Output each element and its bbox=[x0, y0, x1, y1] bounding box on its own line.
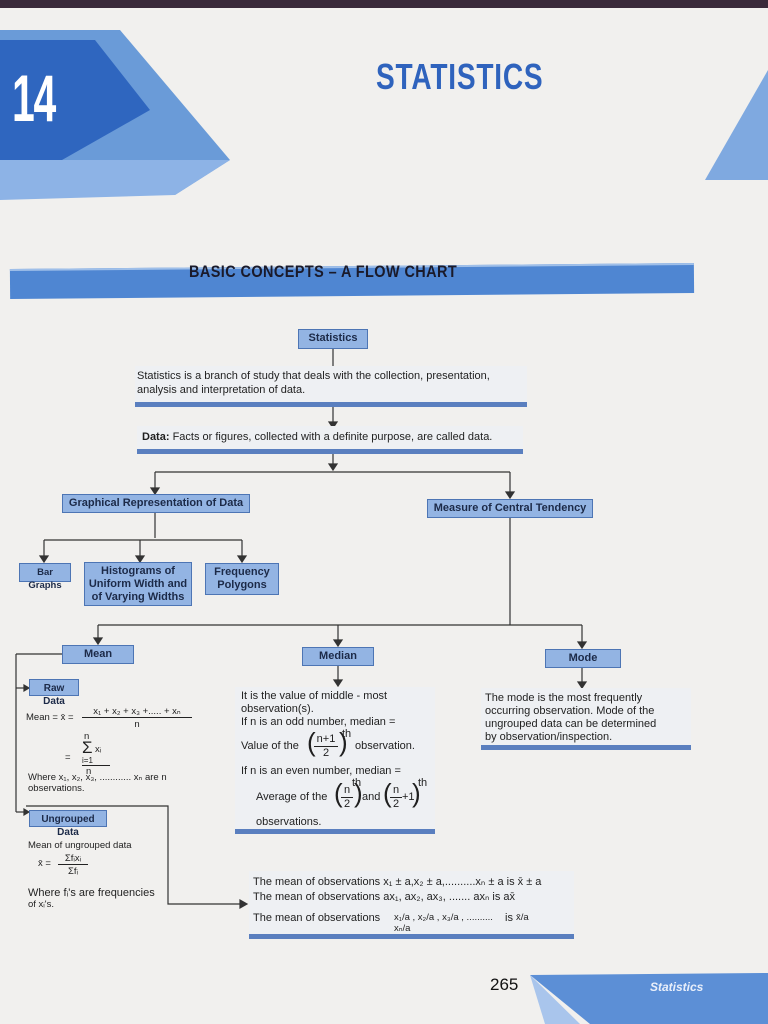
median-th-3: th bbox=[418, 777, 428, 789]
median-paren-left: ( bbox=[307, 727, 316, 757]
median-paren3-right: ) bbox=[412, 778, 421, 808]
node-bar-graphs: Bar Graphs bbox=[19, 563, 71, 591]
mean-formula-denominator: n bbox=[134, 719, 140, 730]
definition-panel-bar bbox=[135, 402, 527, 407]
node-statistics: Statistics bbox=[298, 329, 368, 349]
page-number: 265 bbox=[490, 975, 519, 994]
sum-lower-limit: i=1 bbox=[82, 756, 110, 766]
section-title: BASIC CONCEPTS – A FLOW CHART bbox=[189, 262, 458, 281]
node-mode: Mode bbox=[545, 649, 621, 668]
median-observations: observations. bbox=[256, 816, 322, 828]
median-paren2-right: ) bbox=[354, 778, 363, 808]
properties-panel-bar bbox=[249, 934, 574, 939]
chapter-title: STATISTICS bbox=[376, 56, 544, 97]
mode-line-1: The mode is the most frequently bbox=[485, 692, 643, 704]
median-panel-bar bbox=[235, 829, 435, 834]
median-frac-num: n+1 bbox=[314, 733, 338, 747]
node-raw-data: Raw Data bbox=[29, 679, 79, 707]
median-frac2-den: 2 bbox=[343, 798, 351, 810]
median-paren-right: ) bbox=[339, 727, 348, 757]
raw-where-line-1: Where x₁, x₂, x₃, ............ xₙ are n bbox=[28, 772, 167, 783]
median-value-of-the: Value of the bbox=[241, 740, 299, 752]
mode-line-4: by observation/inspection. bbox=[485, 731, 613, 743]
mode-panel bbox=[481, 688, 691, 746]
sum-upper-limit: n bbox=[84, 731, 90, 742]
histograms-line-2: Uniform Width and bbox=[88, 578, 188, 590]
node-median: Median bbox=[302, 647, 374, 666]
node-histograms: Histograms of Uniform Width and of Varyi… bbox=[84, 562, 192, 606]
mode-panel-bar bbox=[481, 745, 691, 750]
raw-where-line-2: observations. bbox=[28, 783, 85, 794]
property-line-3-prefix: The mean of observations bbox=[253, 912, 381, 924]
median-frac-den: 2 bbox=[322, 747, 330, 759]
chapter-header-art bbox=[0, 0, 768, 238]
sum-variable: xᵢ bbox=[95, 744, 102, 755]
median-frac2-num: n bbox=[341, 784, 353, 798]
node-mean: Mean bbox=[62, 645, 134, 664]
chapter-number: 14 bbox=[12, 61, 56, 135]
bar-graphs-label: Bar Graphs bbox=[28, 567, 62, 591]
ungrouped-where-line-1: Where fᵢ's are frequencies bbox=[28, 887, 155, 899]
data-label: Data: bbox=[142, 431, 170, 443]
median-frac3-den: 2 bbox=[392, 798, 400, 810]
mode-line-2: occurring observation. Mode of the bbox=[485, 705, 655, 717]
median-th-2: th bbox=[352, 777, 362, 789]
property-line-1: The mean of observations x₁ ± a,x₂ ± a,.… bbox=[253, 876, 542, 888]
footer-stripe bbox=[530, 973, 768, 1024]
header-triangle-base bbox=[0, 160, 230, 200]
mean-formula-numerator: x₁ + x₂ + x₃ +..... + xₙ bbox=[82, 706, 192, 718]
property-line-3-terms: x₁/a , x₂/a , x₃/a , .......... xₙ/a bbox=[394, 912, 493, 934]
ungrouped-formula-lhs: x̄ = bbox=[38, 858, 51, 869]
median-line-1: It is the value of middle - most bbox=[241, 690, 388, 702]
node-graphical-representation: Graphical Representation of Data bbox=[62, 494, 250, 513]
data-definition: Data: Facts or figures, collected with a… bbox=[142, 431, 522, 444]
histograms-line-3: of Varying Widths bbox=[91, 591, 185, 603]
frequency-polygons-line-1: Frequency bbox=[214, 566, 270, 578]
median-and: and bbox=[362, 791, 381, 803]
median-panel bbox=[235, 687, 435, 830]
histograms-line-1: Histograms of bbox=[101, 565, 175, 577]
median-line-3: If n is an odd number, median = bbox=[241, 716, 396, 728]
ungrouped-numerator: Σfᵢxᵢ bbox=[58, 853, 88, 865]
sum-denominator: n bbox=[86, 766, 92, 777]
median-average-of-the: Average of the bbox=[256, 791, 328, 803]
property-line-3-is: is bbox=[505, 912, 513, 924]
median-observation: observation. bbox=[355, 740, 415, 752]
properties-panel bbox=[249, 871, 574, 936]
ungrouped-line-1: Mean of ungrouped data bbox=[28, 840, 132, 851]
frequency-polygons-line-2: Polygons bbox=[217, 579, 267, 591]
mean-formula-lhs: Mean = x̄ = bbox=[26, 712, 74, 723]
ungrouped-denominator: Σfᵢ bbox=[67, 866, 78, 877]
footer-chapter-label: Statistics bbox=[650, 980, 704, 994]
footer-art bbox=[530, 973, 768, 1024]
property-line-2: The mean of observations ax₁, ax₂, ax₃, … bbox=[253, 891, 516, 903]
median-th: th bbox=[342, 728, 352, 740]
data-panel-bar bbox=[137, 449, 523, 454]
footer-stripe-light bbox=[530, 975, 580, 1024]
median-paren3-left: ( bbox=[383, 778, 392, 808]
header-triangle-right bbox=[705, 70, 768, 180]
definition-panel bbox=[135, 366, 527, 405]
definition-line-2: analysis and interpretation of data. bbox=[137, 384, 306, 396]
sum-symbol: Σ bbox=[82, 738, 93, 757]
header-triangle-dark bbox=[0, 40, 150, 160]
median-plus-one: +1 bbox=[402, 791, 415, 803]
mode-line-3: ungrouped data can be determined bbox=[485, 718, 657, 730]
property-line-3-result: x̄/a bbox=[516, 912, 529, 923]
data-text: Facts or figures, collected with a defin… bbox=[172, 431, 493, 443]
sum-equals: = bbox=[65, 752, 71, 763]
node-frequency-polygons: Frequency Polygons bbox=[205, 563, 279, 595]
median-line-5: If n is an even number, median = bbox=[241, 765, 401, 777]
median-frac3-num: n bbox=[390, 784, 402, 798]
definition-line-1: Statistics is a branch of study that dea… bbox=[137, 370, 490, 382]
data-panel bbox=[137, 426, 523, 452]
node-ungrouped-data: Ungrouped Data bbox=[29, 810, 107, 838]
node-measure-central-tendency: Measure of Central Tendency bbox=[427, 499, 593, 518]
median-line-2: observation(s). bbox=[241, 703, 314, 715]
median-paren2-left: ( bbox=[334, 778, 343, 808]
ungrouped-where-line-2: of xᵢ's. bbox=[28, 899, 55, 910]
